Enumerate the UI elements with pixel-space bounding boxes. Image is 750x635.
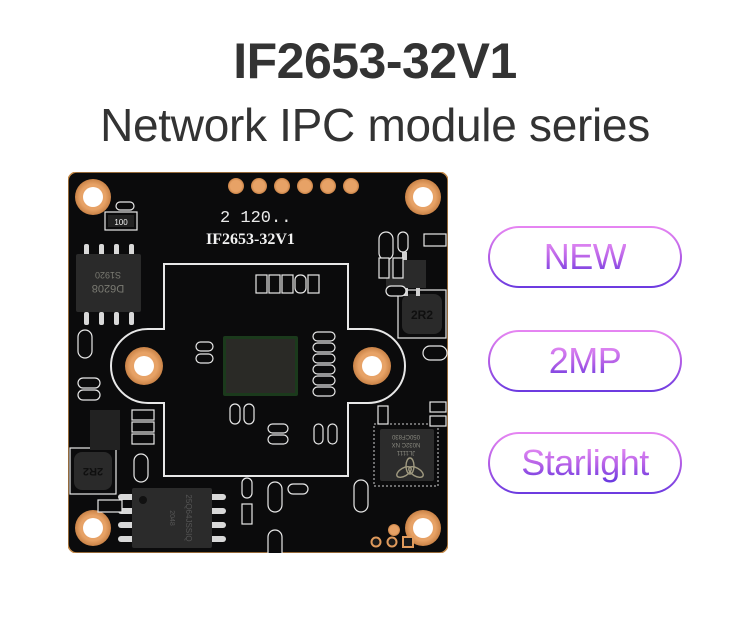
svg-text:JL1111: JL1111 bbox=[396, 449, 415, 455]
svg-text:D6208: D6208 bbox=[92, 282, 124, 294]
svg-text:050CF830: 050CF830 bbox=[391, 433, 420, 439]
qfn-chip: 050CF830 N032C NX JL1111 bbox=[373, 423, 439, 487]
sot23-left bbox=[90, 410, 120, 450]
badge-new-label: NEW bbox=[543, 236, 627, 277]
product-subtitle: Network IPC module series bbox=[100, 99, 650, 151]
badge-2mp-label: 2MP bbox=[548, 340, 622, 381]
svg-text:S1920: S1920 bbox=[95, 270, 121, 280]
svg-text:2R2: 2R2 bbox=[83, 465, 103, 477]
svg-text:2R2: 2R2 bbox=[411, 308, 433, 322]
resistor-100: 100 bbox=[104, 211, 138, 231]
silkscreen-model: IF2653-32V1 bbox=[206, 231, 295, 248]
product-title: IF2653-32V1 bbox=[233, 33, 517, 89]
svg-text:25Q64JSSIQ: 25Q64JSSIQ bbox=[184, 494, 193, 541]
flash-chip: 25Q64JSSIQ 2048 bbox=[118, 488, 226, 548]
silkscreen-date: 2 120.. bbox=[220, 209, 291, 228]
passive-components bbox=[77, 201, 448, 553]
badge-2mp-inner: 2MP bbox=[490, 332, 680, 390]
badge-2mp: 2MP bbox=[488, 330, 682, 392]
badge-starlight-label: Starlight bbox=[521, 442, 649, 483]
svg-text:100: 100 bbox=[114, 218, 128, 227]
badge-new: NEW bbox=[488, 226, 682, 288]
badge-starlight-inner: Starlight bbox=[490, 434, 680, 492]
svg-text:N032C NX: N032C NX bbox=[392, 441, 421, 447]
badge-starlight: Starlight bbox=[488, 432, 682, 494]
lens-mount-outline bbox=[110, 263, 406, 477]
badge-new-inner: NEW bbox=[490, 228, 680, 286]
soic-chip-left: D6208 S1920 bbox=[76, 244, 141, 325]
inductor-right: 2R2 bbox=[397, 289, 447, 339]
inductor-left: 2R2 bbox=[69, 447, 117, 495]
test-pads bbox=[370, 524, 414, 548]
image-sensor bbox=[223, 336, 298, 396]
pcb-product-image: 2 120.. IF2653-32V1 D6208 S1920 100 2R2 … bbox=[68, 172, 448, 553]
svg-text:2048: 2048 bbox=[168, 510, 175, 526]
header-pads bbox=[228, 178, 359, 194]
